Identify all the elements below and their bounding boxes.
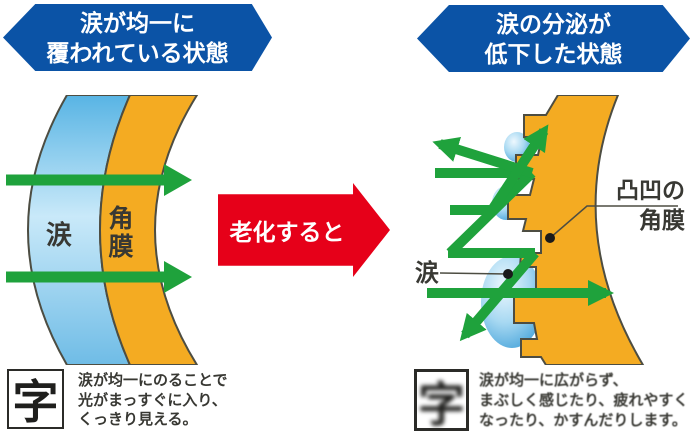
cornea-label-left: 角膜 — [105, 205, 133, 261]
banner-tear-secretion-reduced-state: 涙の分泌が 低下した状態 — [417, 5, 690, 72]
blurry-vision-sample-box: 字 — [414, 369, 469, 431]
straight-light-ray-bottom-icon — [6, 261, 192, 293]
blurry-vision-glyph: 字 — [418, 377, 465, 431]
caption-left: 涙が均一にのることで 光がまっすぐに入り、 くっきり見える。 — [78, 371, 228, 430]
caption-left-line2: 光がまっすぐに入り、 — [78, 391, 227, 409]
banner-right-line1: 涙の分泌が — [496, 10, 611, 37]
uneven-tear-film-diagram — [427, 95, 678, 365]
label-leader-lines — [439, 205, 678, 275]
clear-vision-sample-box: 字 — [7, 369, 64, 429]
banner-left-line2: 覆われている状態 — [46, 39, 229, 66]
banner-right-line2: 低下した状態 — [484, 40, 623, 67]
caption-right: 涙が均一に広がらず、 まぶしく感じたり、疲れやすく なったり、かすんだりします。 — [479, 371, 688, 431]
banner-left-line1: 涙が均一に — [80, 9, 195, 36]
bumpy-cornea-label-line1: 凸凹の — [616, 177, 685, 203]
bumpy-cornea-label-line2: 角膜 — [639, 207, 685, 233]
tear-label-right: 涙 — [415, 260, 439, 287]
tear-anchor-dot — [503, 269, 513, 279]
aging-arrow-label: 老化すると — [229, 219, 345, 245]
caption-right-line3: なったり、かすんだりします。 — [479, 412, 687, 429]
aging-transition-arrow: 老化すると — [218, 183, 390, 277]
caption-left-line3: くっきり見える。 — [78, 411, 198, 428]
caption-right-line1: 涙が均一に広がらず、 — [479, 372, 628, 389]
tear-label-left: 涙 — [46, 220, 73, 250]
banner-tears-even-state: 涙が均一に 覆われている状態 — [3, 4, 272, 71]
caption-left-line1: 涙が均一にのることで — [78, 372, 228, 389]
even-tear-film-diagram — [6, 95, 199, 365]
bumpy-cornea-anchor-dot — [545, 233, 555, 243]
scattered-light-rays-icon — [427, 124, 614, 342]
clear-vision-glyph: 字 — [12, 376, 59, 428]
bumpy-cornea-label: 凸凹の 角膜 — [557, 175, 685, 235]
straight-light-ray-top-icon — [6, 164, 192, 196]
caption-right-line2: まぶしく感じたり、疲れやすく — [479, 392, 689, 409]
